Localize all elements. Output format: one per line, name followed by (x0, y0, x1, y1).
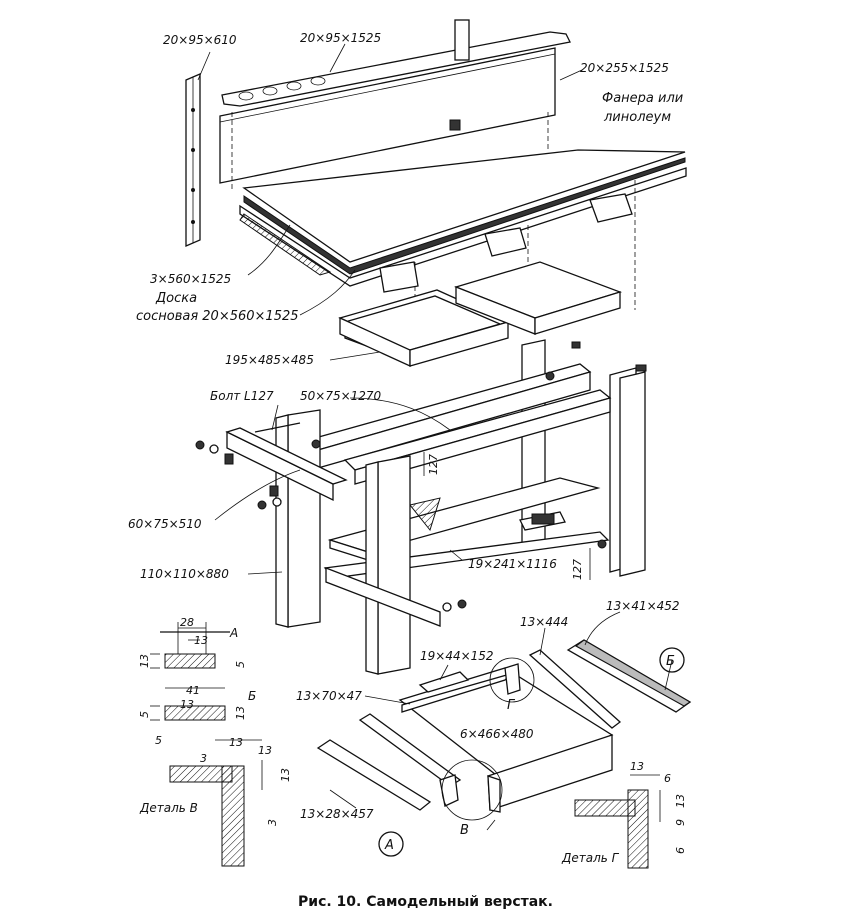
detail-g (574, 774, 661, 869)
label-rail: 50×75×1270 (300, 389, 382, 403)
back-rail-1525 (221, 19, 571, 107)
label-side-strip: 13×28×457 (300, 807, 374, 821)
label-bottom-panel: 6×466×480 (460, 727, 534, 741)
detail-v (169, 739, 263, 867)
dim-b-w: 41 (186, 684, 200, 697)
marker-b-circle (659, 647, 685, 673)
label-top-sheet: 3×560×1525 (150, 272, 231, 286)
dim-b-g: 13 (180, 698, 194, 711)
dim-a-marker: А (229, 626, 238, 640)
label-127-top: 127 (427, 454, 440, 475)
back-panel-1525 (219, 47, 556, 184)
dim-a-h: 13 (138, 654, 151, 668)
label-front-strip: 13×70×47 (296, 689, 362, 703)
label-leg: 110×110×880 (140, 567, 229, 581)
dim-g-e: 6 (674, 847, 687, 854)
figure-caption: Рис. 10. Самодельный верстак. (298, 894, 553, 910)
label-marker-v: В (460, 823, 469, 838)
dim-b-marker: Б (248, 689, 256, 703)
drawer-right (454, 261, 623, 335)
dim-v-c: 13 (258, 744, 272, 757)
leader-lines (197, 43, 673, 831)
label-detail-g: Деталь Г (561, 851, 620, 865)
label-pine-1: Доска (155, 291, 197, 306)
tabletop (239, 149, 687, 287)
label-block: 19×44×152 (420, 649, 494, 663)
label-slide-b: 13×41×452 (606, 599, 680, 613)
label-cover-1: Фанера или (602, 91, 683, 106)
frame (195, 339, 647, 675)
label-cover-2: линолеум (603, 110, 671, 125)
dim-a-d: 5 (234, 661, 247, 668)
dim-v-d: 13 (279, 768, 292, 782)
dim-b-d: 5 (138, 711, 151, 718)
label-crossbar: 60×75×510 (128, 517, 202, 531)
dim-g-b: 6 (664, 772, 671, 785)
label-back-panel: 20×255×1525 (580, 61, 669, 75)
label-bolt: Болт L127 (210, 389, 274, 403)
dim-g-a: 13 (630, 760, 644, 773)
label-shelf: 19×241×1116 (468, 557, 557, 571)
dim-a-g: 13 (194, 634, 208, 647)
dim-b-b: 5 (155, 734, 162, 747)
dim-v-a: 3 (200, 752, 207, 765)
label-drawer: 195×485×485 (225, 353, 314, 367)
profile-b (150, 687, 226, 721)
profile-a (150, 622, 230, 669)
dim-a-w: 28 (180, 616, 194, 629)
marker-a-circle (378, 831, 404, 857)
label-127-bottom: 127 (571, 559, 584, 580)
label-detail-v: Деталь В (139, 801, 198, 815)
dim-b-h: 13 (234, 706, 247, 720)
label-pine-2: сосновая 20×560×1525 (136, 309, 299, 324)
label-marker-a: А (384, 838, 394, 853)
label-marker-b: Б (666, 654, 675, 669)
label-board-1525: 20×95×1525 (300, 31, 381, 45)
side-board-610 (185, 73, 201, 247)
label-slide-444: 13×444 (520, 615, 568, 629)
label-board-610: 20×95×610 (163, 33, 237, 47)
label-marker-g: Г (507, 698, 516, 713)
dim-g-c: 13 (674, 794, 687, 808)
dim-v-b: 13 (229, 736, 243, 749)
drawer-parts (316, 639, 692, 821)
dim-v-e: 3 (266, 819, 279, 826)
dim-g-d: 9 (674, 819, 687, 826)
